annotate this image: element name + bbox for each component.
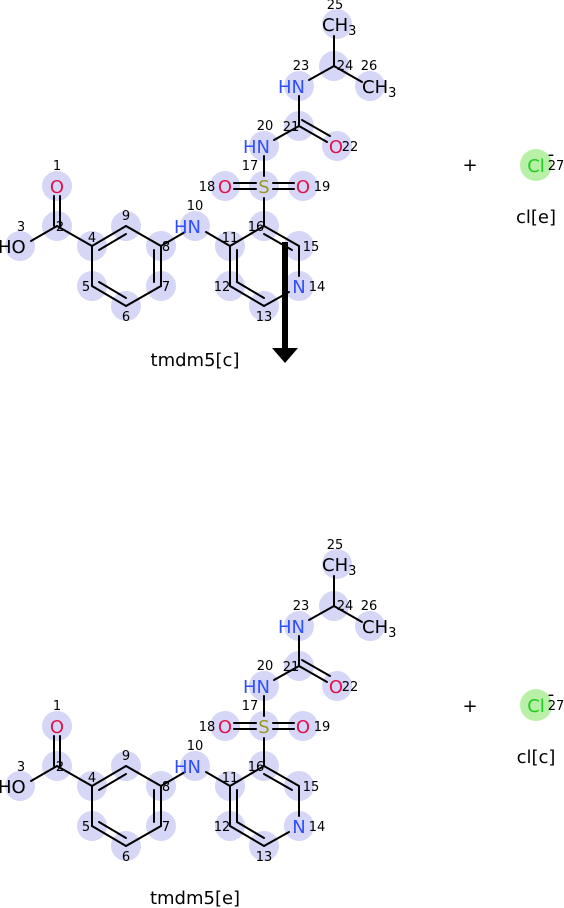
product-molecule-tmdm5 [0, 537, 398, 866]
reaction-arrow [272, 242, 298, 363]
product-chloride-ion [520, 684, 564, 721]
reactant-molecule-tmdm5 [0, 0, 398, 326]
plus-sign-bottom: + [462, 696, 477, 717]
plus-sign-top: + [462, 155, 477, 176]
product-ion-caption: cl[c] [517, 747, 556, 768]
reactant-chloride-ion [520, 144, 564, 181]
reactant-molecule-caption: tmdm5[c] [151, 350, 240, 371]
reactant-ion-caption: cl[e] [516, 207, 556, 228]
product-molecule-caption: tmdm5[e] [150, 888, 240, 908]
